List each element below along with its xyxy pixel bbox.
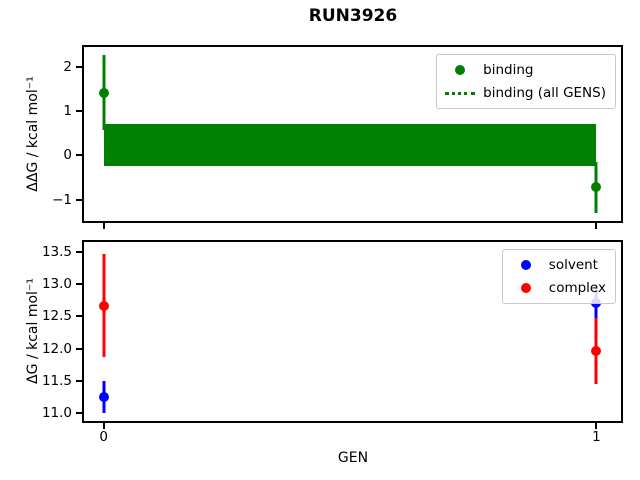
y-tick-label: −1 <box>52 191 72 208</box>
legend-entry: complex <box>509 278 606 298</box>
y-tick-mark <box>76 283 82 285</box>
legend-entry: binding (all GENS) <box>443 83 606 103</box>
subplot-legs: 11.0 11.5 12.0 12.5 13.0 13.5 0 1 solvent complex <box>42 240 623 445</box>
y-tick-mark <box>76 412 82 415</box>
data-point-solvent <box>98 392 109 403</box>
y-tick-mark <box>76 315 82 318</box>
x-tick-mark <box>595 423 598 429</box>
y-tick-label: 12.0 <box>41 340 72 357</box>
figure-title: RUN3926 <box>308 6 398 26</box>
x-tick-mark <box>102 223 105 229</box>
legend-dot-icon <box>509 260 543 270</box>
y-tick-label: 12.5 <box>41 308 72 325</box>
data-point-binding <box>98 87 109 98</box>
confidence-band <box>103 124 597 166</box>
legend-dot-icon <box>509 283 543 293</box>
y-axis-label-ddg: ΔΔG / kcal mol⁻¹ <box>25 76 41 192</box>
x-tick-label: 1 <box>592 429 601 445</box>
legend-dot-icon <box>443 65 477 75</box>
y-tick-mark <box>76 198 82 201</box>
data-point-complex <box>591 346 602 357</box>
legend-label: binding <box>483 62 534 78</box>
y-tick-label: 13.5 <box>41 243 72 260</box>
legend-entry: binding <box>443 60 606 80</box>
y-tick-mark <box>76 347 82 350</box>
legend-label: complex <box>548 280 606 296</box>
y-tick-mark <box>76 65 82 68</box>
legend: solvent complex <box>501 249 616 304</box>
y-tick-mark <box>76 379 82 382</box>
y-tick-label: 2 <box>63 58 72 75</box>
legend-dotted-line-icon <box>443 91 477 95</box>
x-tick-mark <box>595 223 598 229</box>
legend-entry: solvent <box>509 255 606 275</box>
legend-label: solvent <box>548 257 598 273</box>
legend: binding binding (all GENS) <box>436 54 616 109</box>
y-tick-label: 0 <box>63 147 72 164</box>
data-point-complex <box>98 300 109 311</box>
x-tick-label: 0 <box>99 429 108 445</box>
y-tick-label: 13.0 <box>41 276 72 292</box>
y-tick-mark <box>76 109 82 112</box>
y-tick-mark <box>76 154 82 157</box>
subplot-binding: −1 0 1 2 binding binding (all GENS) <box>52 45 623 229</box>
y-tick-mark <box>76 250 82 253</box>
y-axis-label-dg: ΔG / kcal mol⁻¹ <box>25 278 41 384</box>
data-point-binding <box>591 182 602 193</box>
x-axis-label-gen: GEN <box>337 450 369 466</box>
y-tick-label: 1 <box>63 102 72 119</box>
y-tick-label: 11.0 <box>41 405 72 422</box>
legend-label: binding (all GENS) <box>483 85 606 101</box>
y-tick-label: 11.5 <box>41 372 72 389</box>
x-tick-mark <box>102 423 105 429</box>
